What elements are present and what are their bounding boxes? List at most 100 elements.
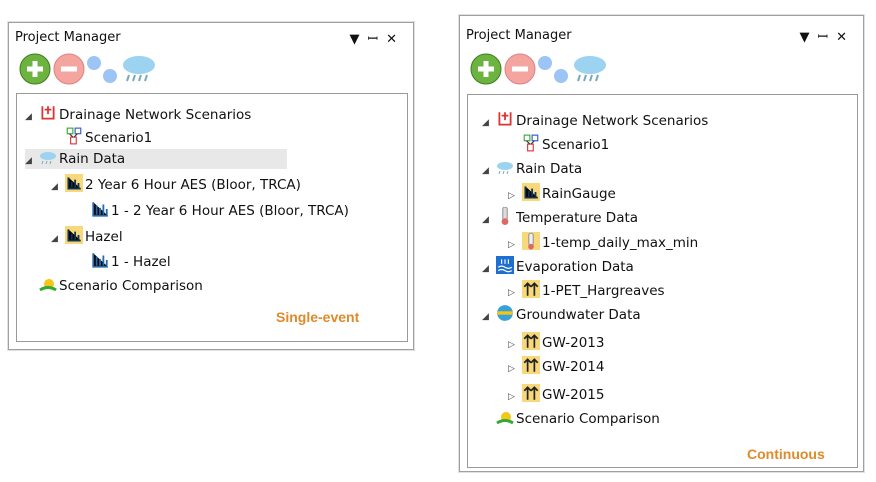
tree-item[interactable]: ◢ Rain Data: [25, 149, 287, 169]
project-manager-left: Project Manager ▼ꟷ✕ ◢ Drainage Network Sc…: [8, 22, 414, 350]
window-controls[interactable]: ▼ꟷ✕: [800, 27, 856, 45]
network-icon: [496, 110, 514, 126]
chart-icon: [65, 174, 83, 192]
tree-item[interactable]: ◢ Drainage Network Scenarios: [25, 104, 251, 124]
tree-item-label: 1 - Hazel: [111, 254, 171, 270]
scenario-icon: [522, 134, 540, 152]
tree-item-label: Scenario1: [85, 130, 153, 146]
panel-title: Project Manager: [466, 28, 572, 43]
expander-icon[interactable]: ◢: [482, 118, 489, 128]
tree-item[interactable]: ▷ RainGauge: [508, 183, 616, 203]
tree-item[interactable]: ◢ Hazel: [51, 226, 123, 246]
rain-icon: [496, 160, 514, 176]
network-icon: [39, 104, 57, 120]
mode-label: Single-event: [276, 309, 360, 325]
tree-item[interactable]: ◢ Rain Data: [482, 159, 582, 179]
pin-icon[interactable]: ꟷ: [817, 30, 837, 45]
toolbar: [19, 53, 179, 87]
tree-item-label: RainGauge: [542, 186, 616, 202]
expander-icon[interactable]: ◢: [25, 112, 32, 122]
bars-icon: [91, 200, 109, 217]
window-controls[interactable]: ▼ꟷ✕: [350, 29, 406, 47]
tree-item[interactable]: 1 - 2 Year 6 Hour AES (Bloor, TRCA): [77, 200, 349, 220]
arrows-icon: [522, 356, 540, 374]
tree-item-label: GW-2013: [542, 335, 605, 351]
expander-icon[interactable]: ▷: [508, 340, 515, 350]
tree-item-label: 1 - 2 Year 6 Hour AES (Bloor, TRCA): [111, 203, 349, 219]
tree-item[interactable]: 1 - Hazel: [77, 251, 171, 271]
expander-icon[interactable]: ▷: [508, 364, 515, 374]
tree-item-label: Drainage Network Scenarios: [516, 113, 709, 129]
remove-icon[interactable]: [53, 53, 85, 85]
tree-item[interactable]: ◢ Temperature Data: [482, 206, 639, 227]
tree-item[interactable]: Scenario Comparison: [25, 276, 203, 296]
expander-icon[interactable]: ◢: [482, 215, 489, 225]
comparison-icon: [496, 410, 514, 426]
tree-item-label: Groundwater Data: [516, 307, 641, 323]
connect-icon[interactable]: [536, 53, 570, 85]
add-icon[interactable]: [470, 53, 502, 85]
expander-icon[interactable]: ▷: [508, 392, 515, 402]
expander-icon[interactable]: ▷: [508, 288, 515, 298]
tree-item[interactable]: Scenario1: [51, 127, 152, 147]
expander-icon[interactable]: ▷: [508, 191, 515, 201]
expander-icon[interactable]: ▷: [508, 240, 515, 250]
tree-item-label: Rain Data: [516, 161, 583, 177]
tree-item-label: Drainage Network Scenarios: [59, 107, 252, 123]
tree-item-label: GW-2015: [542, 387, 605, 403]
tree-item-label: GW-2014: [542, 359, 605, 375]
toolbar: [470, 53, 630, 87]
expander-icon[interactable]: ◢: [25, 156, 32, 166]
arrows-icon: [522, 332, 540, 350]
mode-label: Continuous: [747, 446, 825, 462]
tree-item[interactable]: ▷ GW-2015: [508, 384, 605, 404]
dropdown-icon[interactable]: ▼: [349, 32, 368, 47]
tree-item[interactable]: ◢ Groundwater Data: [482, 304, 641, 324]
tree-item[interactable]: ▷ GW-2013: [508, 332, 605, 352]
tree-item[interactable]: ◢ 2 Year 6 Hour AES (Bloor, TRCA): [51, 174, 301, 194]
scenario-icon: [65, 127, 83, 145]
tree-item[interactable]: Scenario Comparison: [482, 409, 660, 429]
close-icon[interactable]: ✕: [836, 30, 855, 45]
thermo-file-icon: [522, 232, 540, 250]
tree-item-label: Hazel: [85, 229, 123, 245]
evaporation-icon: [496, 256, 514, 274]
add-icon[interactable]: [19, 53, 51, 85]
expander-icon[interactable]: ◢: [482, 264, 489, 274]
project-manager-right: Project Manager ▼ꟷ✕ ◢ Drainage Network Sc…: [459, 15, 864, 472]
pin-icon[interactable]: ꟷ: [367, 32, 387, 47]
close-icon[interactable]: ✕: [386, 32, 405, 47]
tree-item[interactable]: ◢ Evaporation Data: [482, 256, 634, 276]
expander-icon[interactable]: ◢: [482, 166, 489, 176]
tree-item-label: Scenario Comparison: [59, 278, 203, 294]
tree-item[interactable]: ▷ 1-temp_daily_max_min: [508, 232, 698, 252]
tree-item[interactable]: ▷ 1-PET_Hargreaves: [508, 280, 665, 300]
tree-item-label: 1-temp_daily_max_min: [542, 235, 699, 251]
tree-item-label: Scenario Comparison: [516, 411, 660, 427]
arrows-icon: [522, 280, 540, 298]
arrows-icon: [522, 384, 540, 402]
tree-item-label: Temperature Data: [516, 210, 639, 226]
tree-item-label: 2 Year 6 Hour AES (Bloor, TRCA): [85, 177, 301, 193]
tree-item-label: 1-PET_Hargreaves: [542, 283, 665, 299]
thermometer-icon: [496, 206, 514, 225]
expander-icon[interactable]: ◢: [51, 182, 58, 192]
rain-tool-icon[interactable]: [121, 53, 157, 87]
remove-icon[interactable]: [504, 53, 536, 85]
tree-item-label: Evaporation Data: [516, 259, 634, 275]
dropdown-icon[interactable]: ▼: [799, 30, 818, 45]
chart-icon: [65, 226, 83, 244]
rain-tool-icon[interactable]: [572, 53, 608, 87]
comparison-icon: [39, 277, 57, 293]
expander-icon[interactable]: ◢: [482, 312, 489, 322]
tree-item[interactable]: Scenario1: [508, 134, 609, 154]
expander-icon[interactable]: ◢: [51, 234, 58, 244]
rain-icon: [39, 150, 57, 166]
tree-item[interactable]: ▷ GW-2014: [508, 356, 605, 376]
connect-icon[interactable]: [85, 53, 119, 85]
tree-item-label: Rain Data: [59, 151, 126, 167]
tree-item[interactable]: ◢ Drainage Network Scenarios: [482, 110, 708, 130]
panel-title: Project Manager: [15, 30, 121, 45]
